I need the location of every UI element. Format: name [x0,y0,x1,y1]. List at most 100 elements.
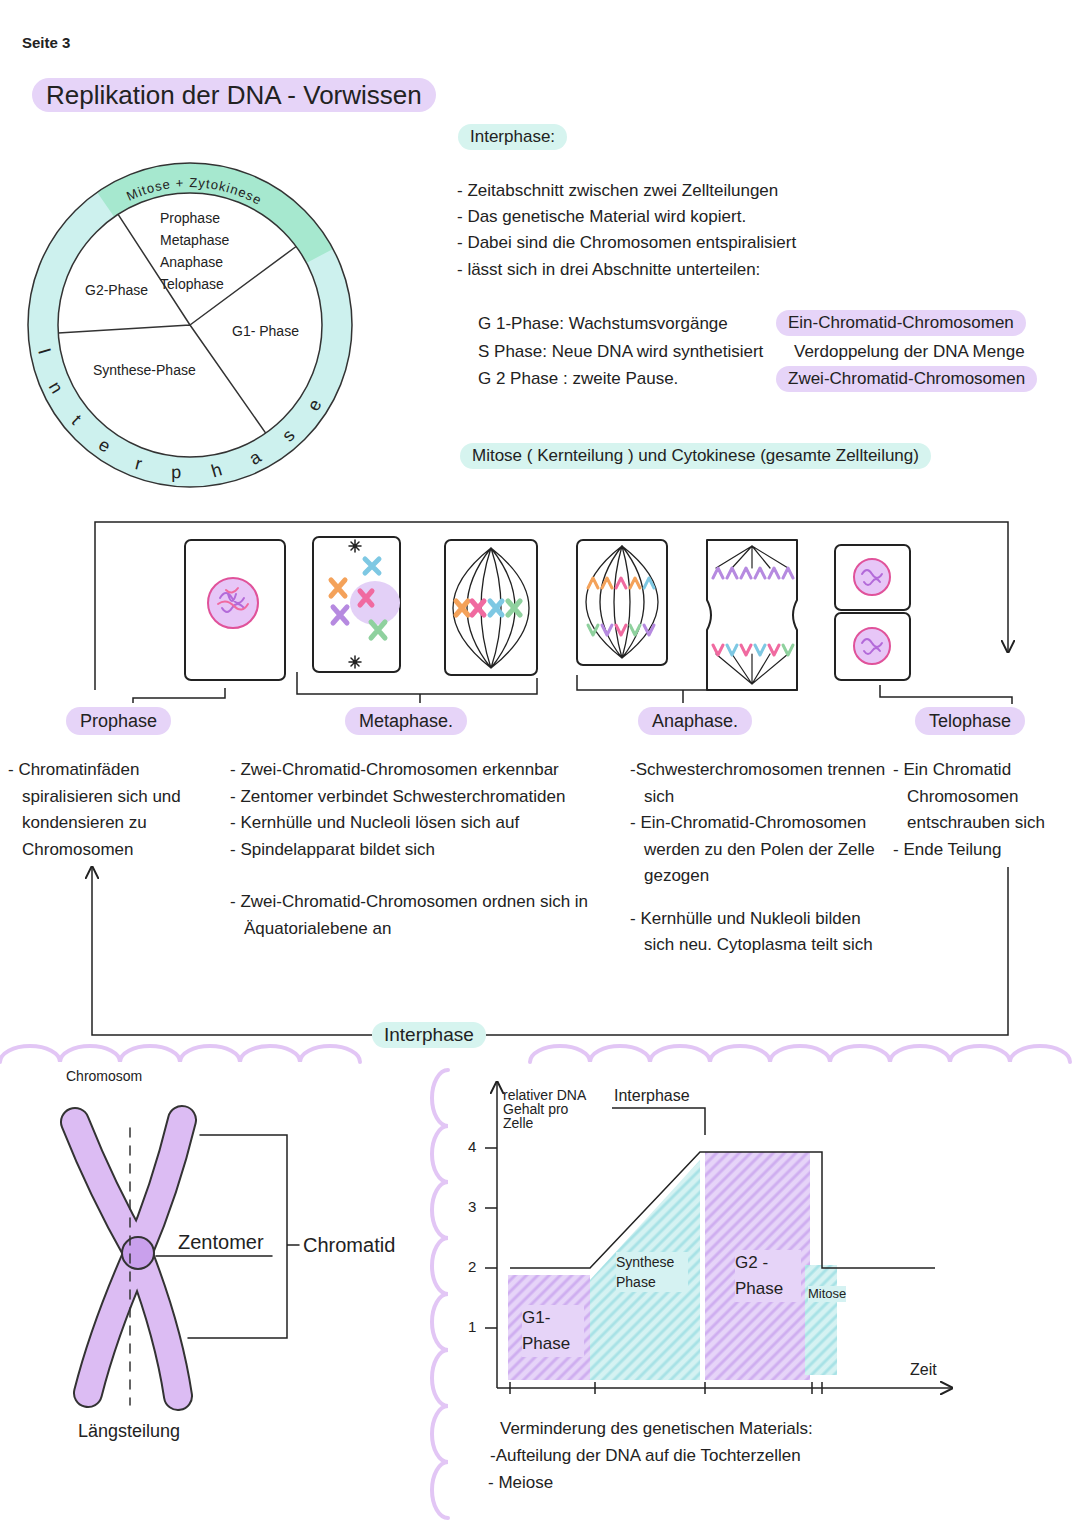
text-label: -Aufteilung der DNA auf die Tochterzelle… [490,1445,801,1466]
mitosis-cells-part [445,540,537,675]
decor-cloud [0,1046,1070,1518]
mitosis-cells-part [727,645,765,655]
text-label: Chromosom [66,1068,142,1086]
bullet-text: - Kernhülle und Nucleoli lösen sich auf [230,810,620,837]
mitosis-cells-part [713,645,779,655]
mitosis-cells-part [313,537,400,672]
text-label: 3 [468,1198,476,1217]
mitosis-cells-part [577,540,667,665]
mitosis-cells-part [588,578,640,588]
mitosis-cells-part [783,645,793,655]
chromosome-drawing-part [122,1237,154,1269]
decor-cloud-part [432,1070,448,1518]
phase-block: Metaphase. - Zwei-Chromatid-Chromosomen e… [230,707,620,942]
chromosome-drawing [75,1120,299,1405]
phase-heading: Metaphase. [345,707,467,735]
mitosis-cells-part [333,607,347,623]
arc-label: Interphase [34,346,340,482]
phase-block: Prophase - Chromatinfäden spiralisieren s… [8,707,220,863]
text-label: Synthese Phase [616,1252,688,1292]
mitosis-cells-part [854,559,890,595]
text-label: 4 [468,1138,476,1157]
dna-graph-part [485,1148,822,1394]
phase-block: Anaphase.-Schwesterchromosomen trennen s… [630,707,888,959]
bullet-text: - Kernhülle und Nukleoli bilden sich neu… [630,906,888,959]
decor-cloud-part [0,1046,360,1062]
text-label: Zentomer [178,1230,264,1255]
bullet-text: - Ein-Chromatid-Chromosomen werden zu de… [630,810,888,890]
mitosis-cells [185,537,910,690]
page-title: Replikation der DNA - Vorwissen [32,78,436,112]
phase-brackets-part [95,522,1008,690]
highlight-pill: Ein-Chromatid-Chromosomen [776,310,1026,336]
highlight-pill: Interphase: [458,124,567,150]
pill-text: Ein-Chromatid-Chromosomen [788,312,1014,334]
text-label: S Phase: Neue DNA wird synthetisiert [478,341,763,362]
chromosome-drawing-part [75,1120,182,1396]
text-label: G 1-Phase: Wachstumsvorgänge [478,313,728,334]
text-label: - Meiose [488,1472,553,1493]
highlight-pill: Interphase [372,1022,486,1048]
phase-block: Telophase- Ein Chromatid Chromosomen ent… [893,707,1075,863]
dna-graph-part [508,1275,590,1380]
chromosome-drawing-part [129,1128,131,1405]
text-label: Seite 3 [22,34,70,53]
mitosis-cells-part [707,540,797,690]
text-label: 1 [468,1318,476,1337]
mitosis-cells-part [854,628,890,664]
dna-graph-part [612,1108,705,1135]
text-label: Mitose [808,1286,846,1302]
mitosis-cells-part [602,625,654,635]
mitosis-cells-part [218,588,248,610]
mitosis-cells-part [588,625,640,635]
text-label: G 2 Phase : zweite Pause. [478,368,678,389]
mitosis-cells-part [350,581,400,625]
mitosis-cells-part [472,601,484,615]
chromosome-drawing-part [75,1120,182,1396]
text-label: 2 [468,1258,476,1277]
bullet-text: - Zentomer verbindet Schwesterchromatide… [230,784,620,811]
bullet-text: - Spindelapparat bildet sich [230,837,620,864]
arc-label-path: Interphase [34,346,340,482]
text-label: G1- Phase [232,323,299,341]
text-label: Prophase Metaphase Anaphase Telophase [160,207,240,295]
bullet-text: - Zwei-Chromatid-Chromosomen erkennbar [230,757,620,784]
dna-graph-part [590,1160,700,1380]
pill-text: Zwei-Chromatid-Chromosomen [788,368,1025,390]
dna-graph-part [496,1082,498,1388]
mitosis-cells-part [835,545,910,610]
pill-text: Interphase [384,1024,474,1046]
bullet-text: - Ein Chromatid Chromosomen entschrauben… [893,757,1075,837]
dna-graph-part [497,1387,952,1389]
highlight-pill: Zwei-Chromatid-Chromosomen [776,366,1037,392]
bullet-text: - Ende Teilung [893,837,1075,864]
dna-graph-part [805,1265,837,1375]
text-label: Zeit [910,1360,937,1380]
cell-cycle-ring-part [58,193,322,457]
mitosis-cells-part [365,559,379,573]
text-label: - lässt sich in drei Abschnitte untertei… [457,259,760,280]
mitosis-cells-part [616,625,626,635]
dna-graph [485,1082,952,1394]
pill-text: Mitose ( Kernteilung ) und Cytokinese (g… [472,445,919,467]
dna-graph-part [510,1152,935,1268]
bullet-text: - Zwei-Chromatid-Chromosomen ordnen sich… [230,889,620,942]
bullet-text: - Chromatinfäden spiralisieren sich und … [8,757,220,863]
mitosis-cells-part [616,578,626,588]
dna-graph-part [705,1152,810,1380]
phase-brackets-part [297,672,537,703]
text-label: Längsteilung [78,1420,180,1443]
text-label: Synthese-Phase [93,362,196,380]
phase-heading: Prophase [66,707,171,735]
mitosis-cells-part [349,540,361,668]
cell-cycle-ring [28,163,352,487]
decor-cloud-part [530,1046,1070,1062]
mitosis-cells-part [185,540,285,680]
mitosis-cells-part [508,601,520,615]
text-label: Interphase [614,1086,690,1106]
text-label: - Dabei sind die Chromosomen entspiralis… [457,232,796,253]
mitosis-cells-part [360,591,372,605]
highlight-pill: Mitose ( Kernteilung ) und Cytokinese (g… [460,443,931,469]
